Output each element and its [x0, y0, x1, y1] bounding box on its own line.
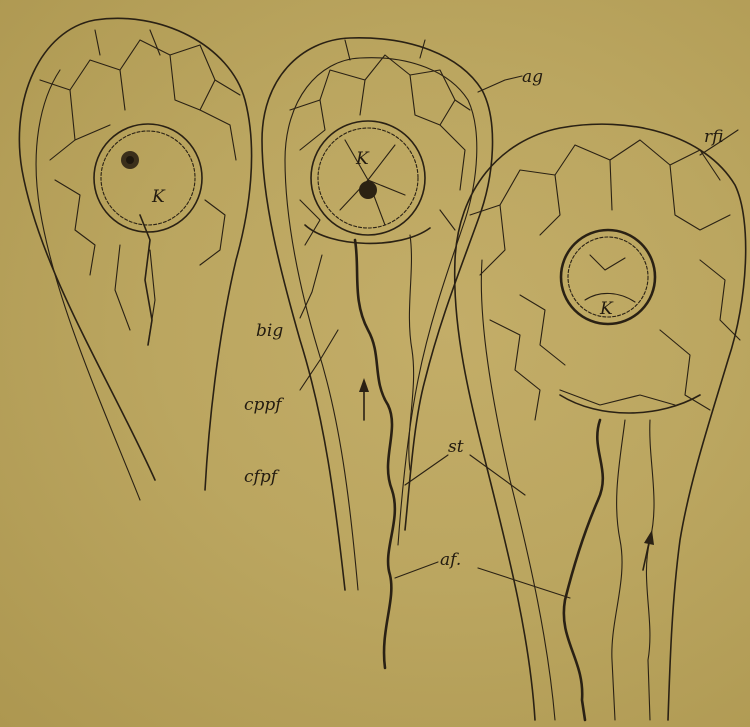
label-k-left: K — [151, 187, 166, 207]
left-cell-network — [40, 30, 240, 345]
label-st: st — [448, 437, 464, 457]
label-af: af. — [440, 550, 461, 570]
label-cfpf: cfpf — [244, 467, 280, 487]
middle-cell-network — [290, 40, 470, 245]
label-big: big — [256, 321, 283, 341]
middle-cell: K — [262, 38, 493, 668]
label-cppf: cppf — [244, 395, 284, 415]
middle-nucleolus — [359, 181, 377, 199]
middle-nucleus-inner-ring — [318, 128, 418, 228]
middle-axial-fibre — [355, 240, 395, 668]
leader-ag — [478, 76, 522, 92]
right-axial-fibre — [564, 420, 603, 720]
leader-big — [300, 255, 322, 318]
leader-af-b — [478, 568, 570, 598]
middle-cell-outer-wall — [262, 38, 493, 590]
left-cell-outline — [19, 18, 251, 490]
middle-nucleus-ring — [311, 121, 425, 235]
leader-st-b — [470, 455, 525, 495]
right-cell-network — [470, 140, 740, 420]
label-k-middle: K — [355, 149, 370, 169]
right-cell: K — [455, 124, 746, 720]
left-nucleus-ring — [94, 124, 202, 232]
label-ag: ag — [522, 67, 543, 87]
label-rfi: rfi — [704, 127, 723, 147]
right-parallel-fibre-b — [646, 420, 654, 720]
middle-up-arrow — [359, 378, 369, 420]
middle-cell-inner-wall — [285, 58, 477, 590]
left-nucleus-fibre — [140, 215, 152, 345]
label-k-right: K — [599, 299, 614, 319]
right-nucleus-chromatin — [585, 255, 635, 302]
left-cell: K — [19, 18, 251, 500]
middle-parallel-fibre — [409, 235, 414, 470]
left-nucleolus-core — [126, 156, 134, 164]
left-nucleus-inner-ring — [101, 131, 195, 225]
right-parallel-fibre-a — [612, 420, 625, 720]
leader-af-a — [395, 562, 438, 578]
